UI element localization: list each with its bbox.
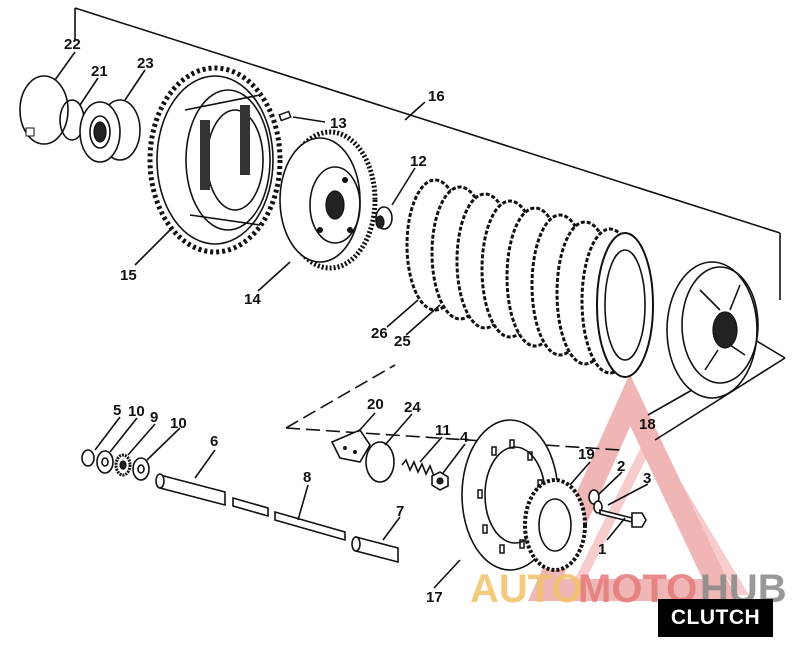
part-19-adjusting-plate	[523, 478, 587, 572]
watermark-auto: AUTO	[470, 567, 583, 611]
label-3: 3	[643, 470, 651, 487]
part-18-pressure-plate	[666, 261, 759, 399]
part-22-snap-ring	[19, 75, 69, 145]
part-11-spring	[401, 458, 435, 477]
label-1: 1	[598, 541, 606, 558]
parts-25-26-clutch-plates	[405, 178, 654, 378]
label-17: 17	[426, 589, 443, 606]
label-23: 23	[137, 55, 154, 72]
section-badge: CLUTCH	[658, 599, 773, 637]
part-4-nut	[431, 471, 449, 491]
part-24-snap-ring	[365, 441, 395, 483]
part-8-pushrod-long	[274, 510, 346, 542]
part-20-lock-plate	[330, 429, 371, 463]
label-24: 24	[404, 399, 421, 416]
part-8-pushrod-short	[232, 496, 269, 518]
label-16: 16	[428, 88, 445, 105]
label-25: 25	[394, 333, 411, 350]
label-2: 2	[617, 458, 625, 475]
label-10b: 10	[170, 415, 187, 432]
label-8: 8	[303, 469, 311, 486]
label-6: 6	[210, 433, 218, 450]
label-10a: 10	[128, 403, 145, 420]
label-12: 12	[410, 153, 427, 170]
label-9: 9	[150, 409, 158, 426]
label-26: 26	[371, 325, 388, 342]
part-12-spacer	[375, 206, 393, 230]
part-23-bearing	[79, 99, 141, 163]
label-21: 21	[91, 63, 108, 80]
part-labels: 22 21 23 16 13 12 15 14 26 25 18 5 10 9 …	[64, 36, 656, 606]
label-11: 11	[435, 422, 451, 439]
part-10-washer-b	[132, 457, 150, 481]
part-7-pushrod-end	[351, 535, 399, 564]
label-15: 15	[120, 267, 137, 284]
part-14-clutch-hub	[279, 129, 378, 271]
part-9-bearing	[114, 453, 132, 477]
label-4: 4	[460, 429, 469, 446]
label-13: 13	[330, 115, 347, 132]
label-19: 19	[578, 446, 595, 463]
label-20: 20	[367, 396, 384, 413]
label-5: 5	[113, 402, 121, 419]
label-18: 18	[639, 416, 656, 433]
part-15-clutch-shell	[147, 65, 283, 255]
upper-assembly-bracket	[74, 7, 781, 300]
leader-lines	[54, 51, 693, 589]
label-14: 14	[244, 291, 261, 308]
part-5-retaining-ring	[81, 449, 95, 467]
label-7: 7	[396, 503, 404, 520]
label-22: 22	[64, 36, 81, 53]
part-10-washer-a	[96, 450, 114, 474]
lower-dashed-region	[285, 339, 786, 451]
part-6-throwout-rod	[155, 473, 226, 507]
part-13-key	[278, 110, 292, 122]
